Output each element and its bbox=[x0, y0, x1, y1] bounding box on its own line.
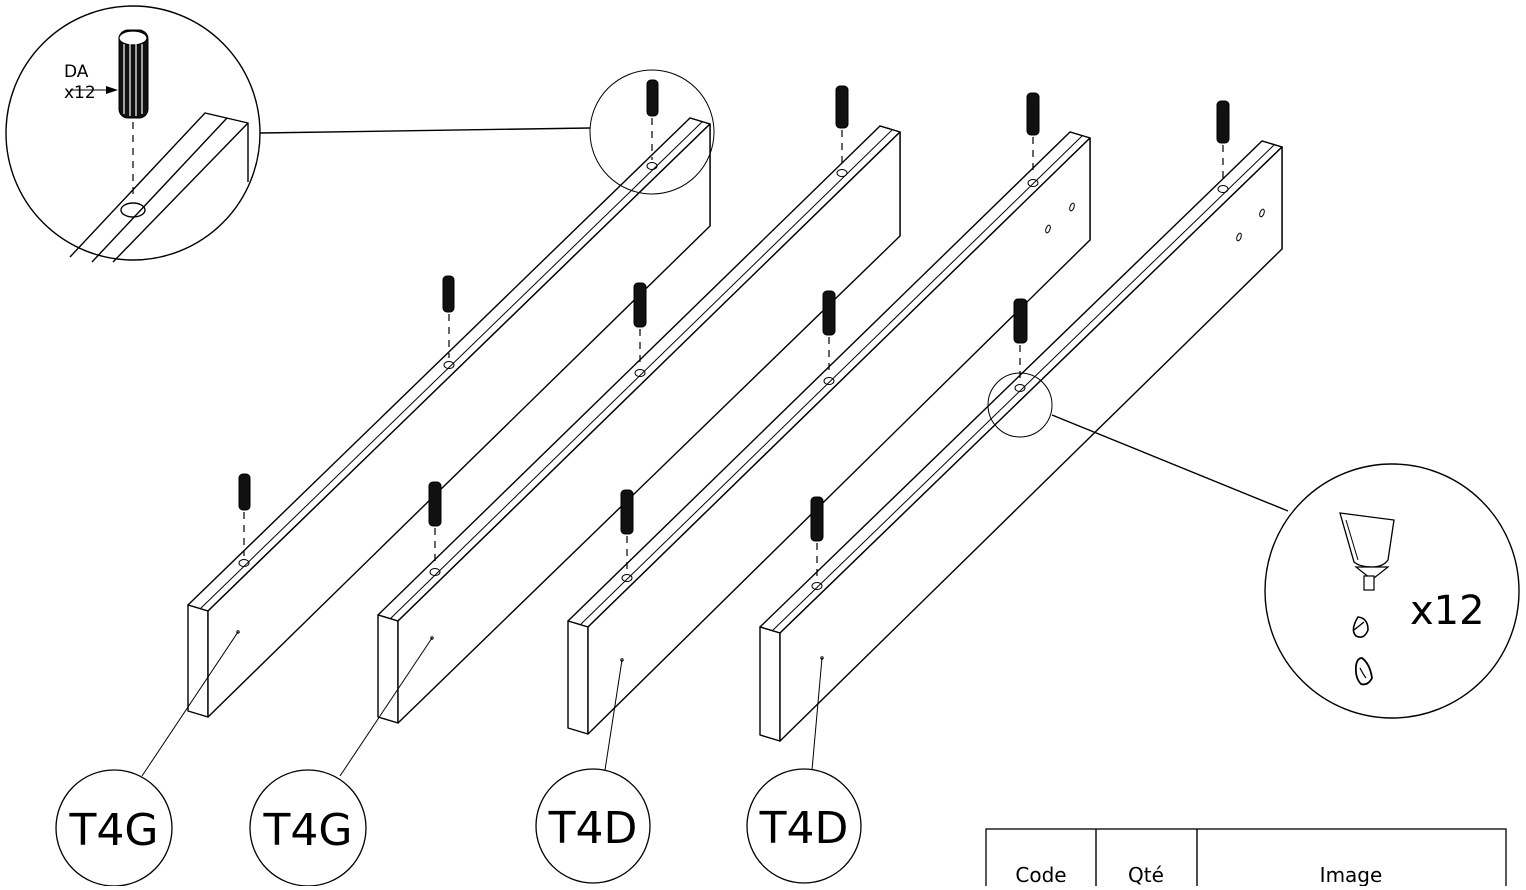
table-header-image: Image bbox=[1320, 863, 1383, 886]
dowel-code-label: DA bbox=[64, 62, 89, 82]
parts-table: Code Qté Image bbox=[985, 828, 1507, 890]
glue-quantity-label: x12 bbox=[1410, 588, 1485, 634]
table-header-qty: Qté bbox=[1128, 863, 1164, 886]
glue-callout: x12 bbox=[987, 372, 1520, 719]
dowel-quantity-label: x12 bbox=[64, 83, 96, 103]
part-labels: T4G T4G T4D T4D bbox=[55, 631, 862, 887]
table-header-code: Code bbox=[1015, 863, 1066, 886]
dowels bbox=[238, 79, 1230, 590]
detail-callout: DA x12 bbox=[5, 5, 715, 263]
part-label: T4G bbox=[69, 805, 159, 856]
board-3 bbox=[567, 131, 1091, 735]
glue-drop-icon bbox=[1352, 616, 1373, 686]
board-4 bbox=[759, 140, 1283, 742]
part-label: T4G bbox=[263, 805, 353, 856]
board-1 bbox=[187, 117, 711, 718]
part-label: T4D bbox=[759, 803, 849, 854]
part-label: T4D bbox=[548, 803, 638, 854]
glue-tube-icon bbox=[1339, 512, 1395, 591]
